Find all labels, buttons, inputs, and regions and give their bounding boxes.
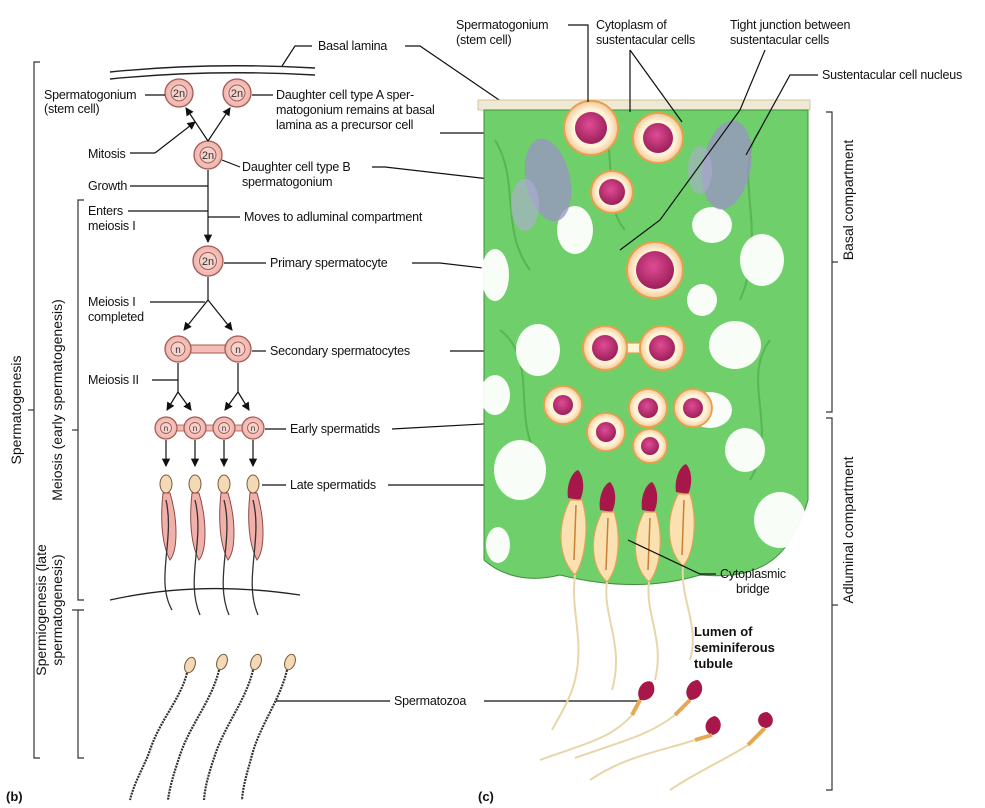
side-label-adluminal-compartment: Adluminal compartment [840,456,856,603]
label-sustentacular-nucleus: Sustentacular cell nucleus [822,68,962,82]
primary-spermatocyte-cell: 2n [193,246,223,276]
label-lumen-3: tubule [694,656,733,671]
label-moves-adluminal: Moves to adluminal compartment [244,210,423,224]
label-lumen-2: seminiferous [694,640,775,655]
svg-text:n: n [235,345,241,356]
label-late-spermatids: Late spermatids [290,478,376,492]
side-label-spermiogenesis-1: Spermiogenesis (late [33,544,49,676]
panel-letter-b: (b) [6,789,23,804]
side-label-spermiogenesis-2: spermatogenesis) [49,554,65,665]
label-spermatogonium-right-1: Spermatogonium [456,18,548,32]
spermatogonium-cell: 2n [165,79,193,107]
label-meiosis2: Meiosis II [88,373,139,387]
svg-text:n: n [175,345,181,356]
label-cytoplasm-2: sustentacular cells [596,33,695,47]
label-spermatozoa: Spermatozoa [394,694,466,708]
svg-text:n: n [251,424,255,433]
bracket-spermiogenesis [72,610,84,758]
bracket-basal-compartment [826,112,838,412]
label-meiosis1-done-2: completed [88,310,144,324]
svg-text:2n: 2n [202,150,214,162]
daughter-a-cell: 2n [223,79,251,107]
basal-lamina-left [110,66,315,79]
spermatozoa-right [540,680,773,790]
spermatozoa-left [130,653,297,800]
label-daughter-b-2: spermatogonium [242,175,332,189]
svg-text:2n: 2n [231,88,243,100]
svg-text:n: n [222,424,226,433]
label-daughter-a-3: lamina as a precursor cell [276,118,413,132]
label-tight-junction-2: sustentacular cells [730,33,829,47]
daughter-b-cell: 2n [194,141,222,169]
label-daughter-a-2: matogonium remains at basal [276,103,435,117]
side-label-spermatogenesis: Spermatogenesis [8,356,24,465]
label-primary-spermatocyte: Primary spermatocyte [270,256,388,270]
label-lumen-1: Lumen of [694,624,753,639]
early-spermatids: n n n n [155,417,264,439]
side-label-meiosis: Meiosis (early spermatogenesis) [49,299,65,501]
late-spermatids-left [160,475,263,615]
label-enters-1: Enters [88,204,123,218]
label-secondary-spermatocytes: Secondary spermatocytes [270,344,410,358]
label-cytoplasmic-bridge-1: Cytoplasmic [720,567,786,581]
label-mitosis: Mitosis [88,147,126,161]
svg-text:2n: 2n [173,88,185,100]
label-cytoplasm-1: Cytoplasm of [596,18,667,32]
label-spermatogonium-left-1: Spermatogonium [44,88,136,102]
lumen-boundary-line [110,589,300,600]
label-daughter-b-1: Daughter cell type B [242,160,351,174]
label-meiosis1-done-1: Meiosis I [88,295,136,309]
bracket-meiosis [72,200,84,600]
panel-letter-c: (c) [478,789,494,804]
label-spermatogonium-right-2: (stem cell) [456,33,511,47]
label-basal-lamina: Basal lamina [318,39,387,53]
secondary-spermatocytes: n n [165,336,251,362]
label-spermatogonium-left-2: (stem cell) [44,102,99,116]
label-tight-junction-1: Tight junction between [730,18,850,32]
svg-text:2n: 2n [202,256,214,268]
label-daughter-a-1: Daughter cell type A sper- [276,88,414,102]
label-growth: Growth [88,179,127,193]
side-label-basal-compartment: Basal compartment [840,140,856,261]
label-enters-2: meiosis I [88,219,136,233]
label-early-spermatids: Early spermatids [290,422,380,436]
svg-text:n: n [164,424,168,433]
label-cytoplasmic-bridge-2: bridge [736,582,770,596]
svg-text:n: n [193,424,197,433]
bracket-adluminal-compartment [826,418,838,790]
